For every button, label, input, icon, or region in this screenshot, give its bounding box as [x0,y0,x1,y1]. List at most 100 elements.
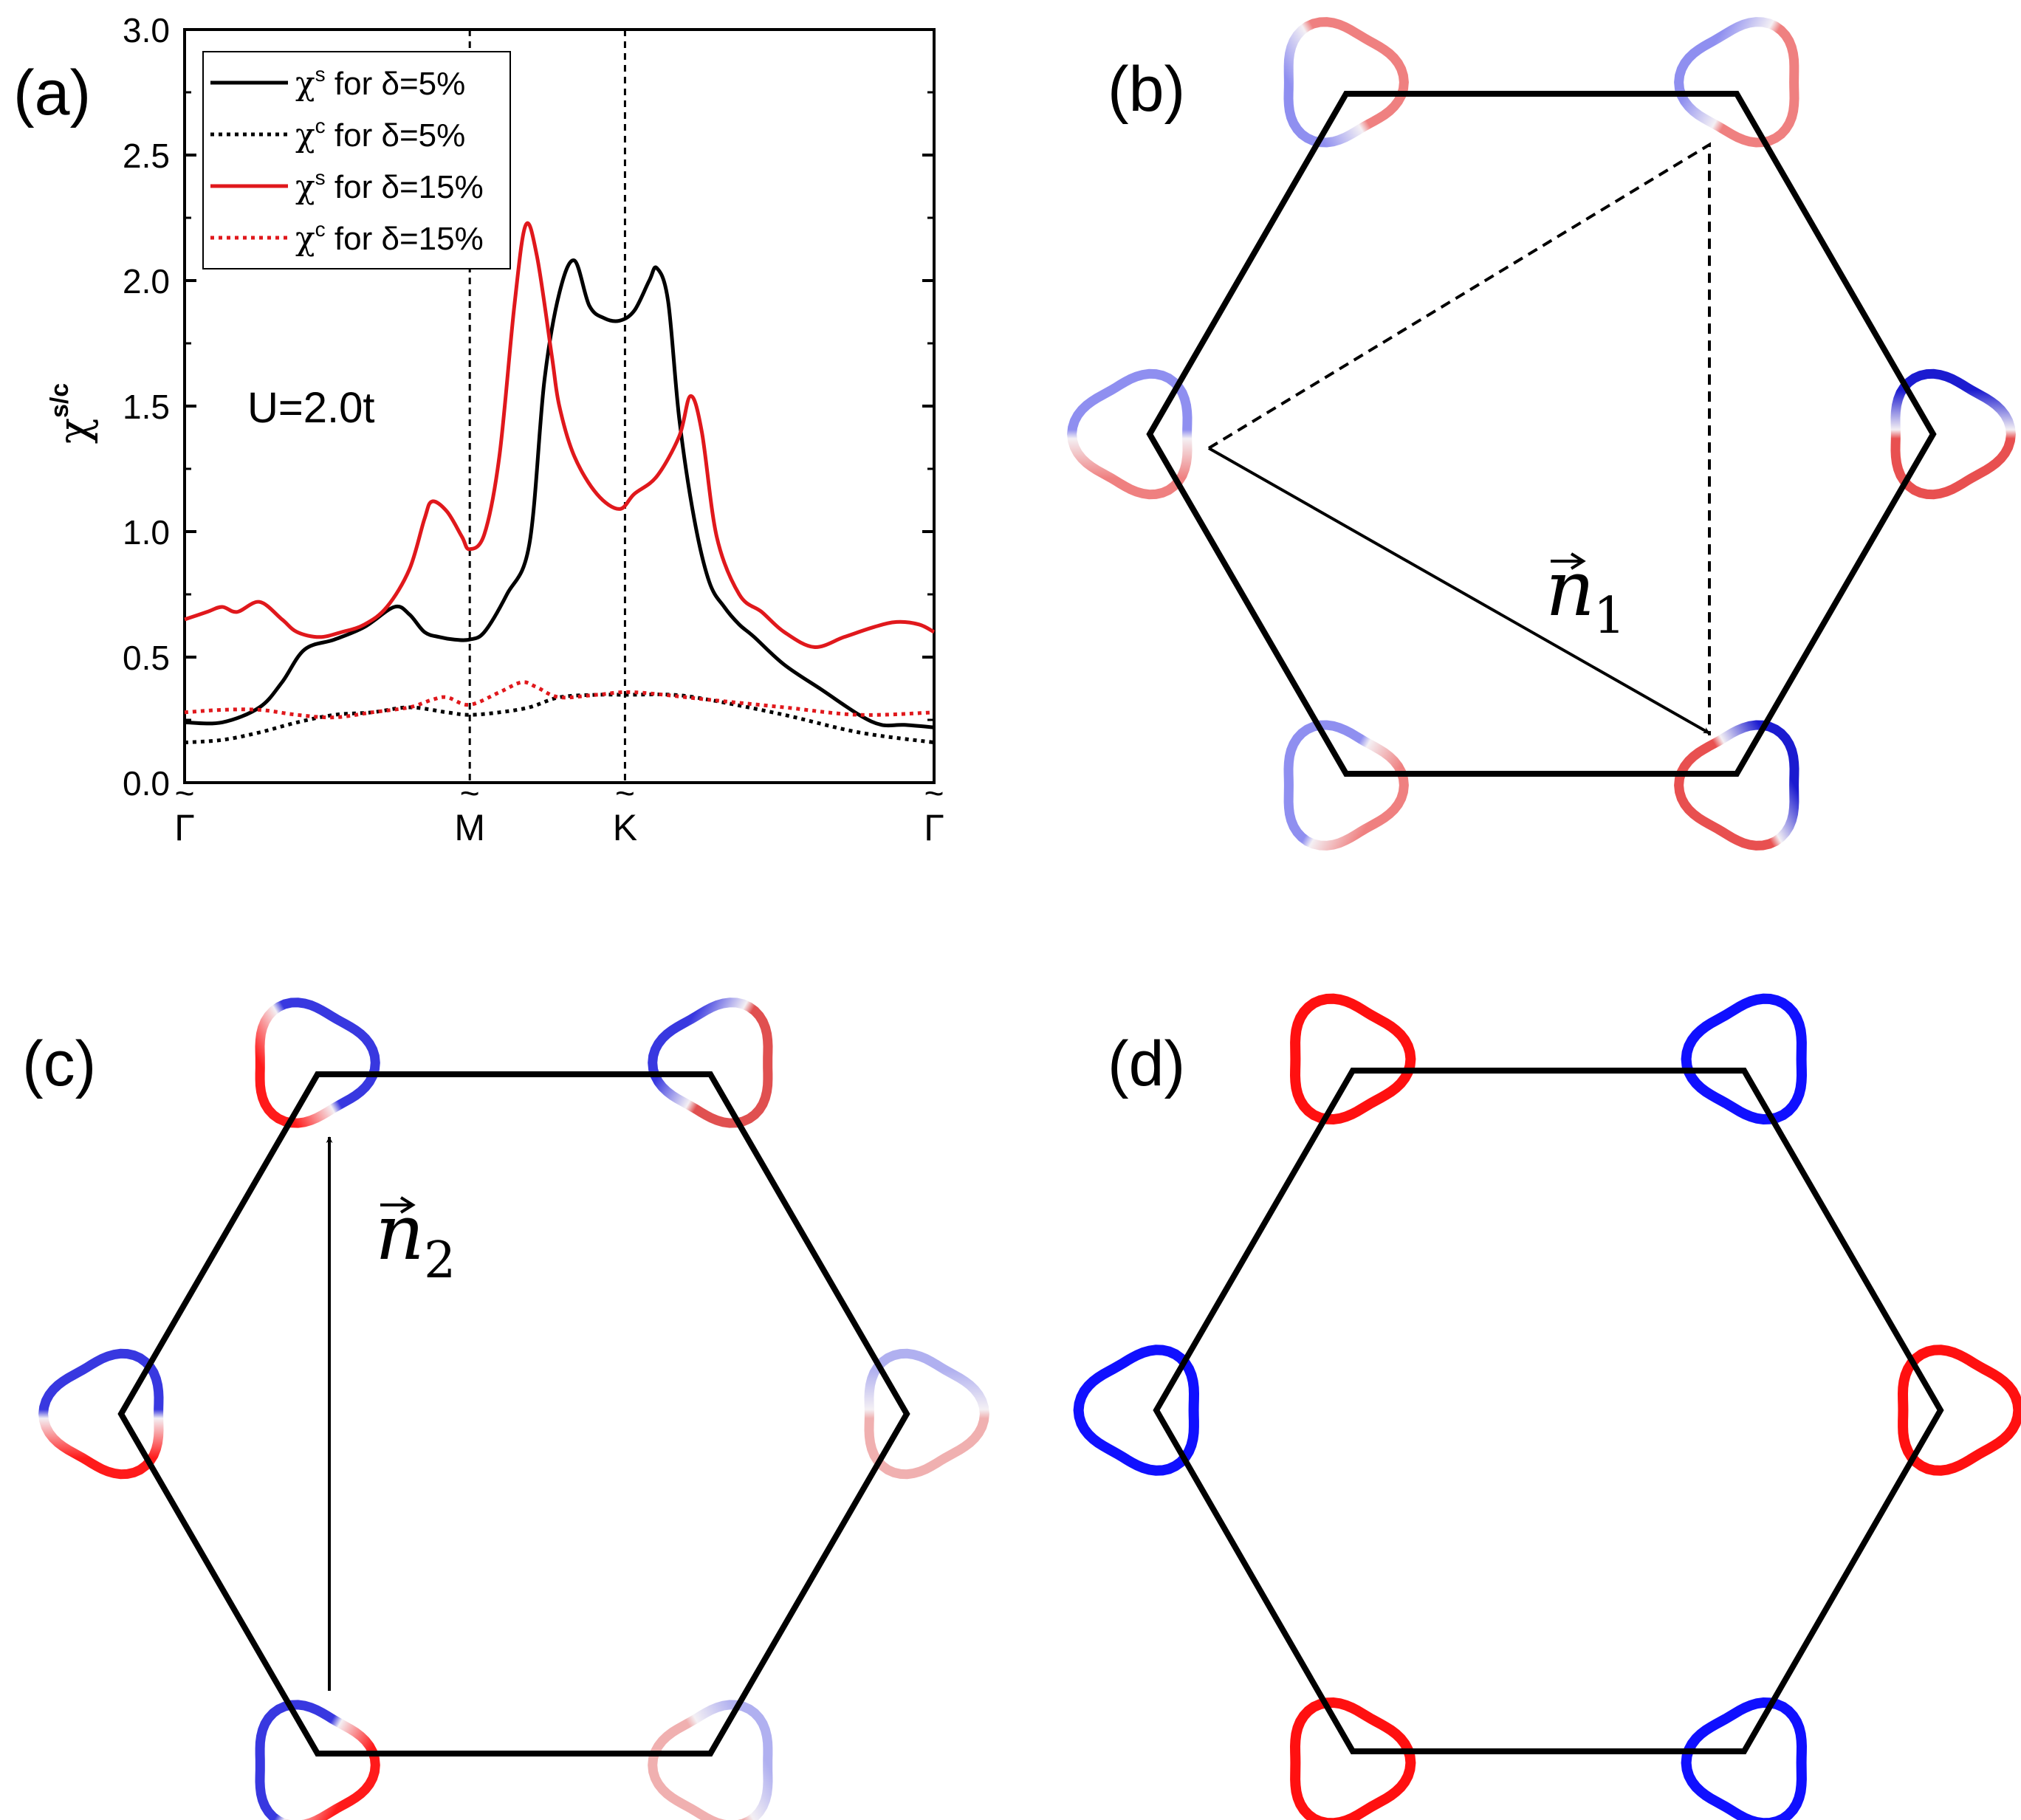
brillouin-zone-hexagon-c [117,1071,910,1757]
fermi-pocket-contour [1681,1697,1808,1820]
legend-box [202,51,511,269]
fermi-pocket [1674,17,1799,148]
fermi-pocket-contour [1890,368,2016,500]
fermi-pockets-b [1067,17,2016,851]
fermi-pocket [1073,1345,1200,1476]
nesting-vector-n2-label: n 2 [375,1187,456,1290]
legend-label: χs for δ=15% [295,166,484,206]
legend-label: χc for δ=5% [295,114,465,154]
y-axis-label: χs/c [46,383,99,444]
fermi-pocket [648,997,773,1128]
fermi-pocket [1681,993,1808,1125]
panel-c: (c) n 2 [22,997,989,1820]
fermi-pocket-contour [1681,993,1808,1125]
fermi-pocket [255,1700,380,1820]
x-axis: ~Γ~M~K~Γ [174,774,944,848]
fermi-pocket [1681,1697,1808,1820]
legend-symbol: χ [295,220,315,258]
y-axis-label-symbol: χ [49,418,99,444]
panel-d: (d) [1073,993,2021,1820]
legend-label: χc for δ=15% [295,218,484,258]
fermi-pocket [1890,368,2016,500]
fermi-pocket [864,1348,989,1480]
series-line-3 [184,680,935,720]
legend-text: for δ=5% [326,66,466,102]
fermi-pocket-contour [1289,993,1416,1125]
fermi-pocket-contour [648,997,773,1128]
panel-b: (b) n 1 [1067,17,2016,851]
y-tick-label: 2.5 [123,137,170,175]
fermi-pocket-contour [38,1348,164,1480]
brillouin-zone-hexagon-d [1153,1068,1944,1754]
x-tick-label: K [613,807,637,848]
y-tick-label: 3.0 [123,11,170,49]
legend-superscript: c [315,114,326,137]
legend: χs for δ=5%χc for δ=5%χs for δ=15%χc for… [202,51,511,269]
y-tick-label: 1.5 [123,388,170,426]
vector-accent [1570,552,1586,570]
legend-text: for δ=15% [326,169,484,205]
fermi-pocket [1289,993,1416,1125]
vector-n2-letter: n [375,1187,425,1277]
fermi-pockets-c [38,997,989,1820]
chart-annotation: U=2.0t [247,384,375,432]
fermi-pocket [1283,720,1409,851]
fermi-pocket-contour [1073,1345,1200,1476]
fermi-pocket [648,1700,773,1820]
fermi-pocket [255,997,380,1128]
vector-n2-subscript: 2 [424,1232,456,1290]
fermi-pocket-contour [648,1700,773,1820]
fermi-pocket-contour [864,1348,989,1480]
vector-n1-subscript: 1 [1593,587,1625,645]
panel-b-label: (b) [1108,54,1185,125]
legend-superscript: c [315,218,326,241]
fermi-pocket-contour [255,997,380,1128]
panel-c-label: (c) [22,1029,96,1099]
fermi-pockets-d [1073,993,2021,1820]
legend-symbol: χ [295,65,315,103]
x-tick-accent: ~ [175,774,195,812]
fermi-pocket-contour [1067,368,1193,500]
y-tick-label: 0.5 [123,639,170,677]
fermi-pocket-contour [1283,17,1409,148]
y-axis: 0.0 0.5 1.0 1.5 2.0 2.5 3.0 [123,11,934,803]
y-tick-label: 2.0 [123,262,170,301]
fermi-pocket [1283,17,1409,148]
fermi-pocket [38,1348,164,1480]
fermi-pocket [1897,1345,2021,1476]
fermi-pocket [1289,1697,1416,1820]
fermi-pocket-contour [1674,17,1799,148]
legend-symbol: χ [295,117,315,154]
fermi-pocket [1067,368,1193,500]
fermi-pocket-contour [255,1700,380,1820]
y-axis-label-superscript: s/c [46,383,74,418]
vector-accent [399,1196,416,1214]
fermi-pocket [1674,720,1799,851]
symmetry-point-lines [468,30,626,783]
svg-text:χs/c: χs/c [46,383,99,444]
series-group [184,221,936,745]
legend-text: for δ=5% [326,117,466,154]
legend-text: for δ=15% [326,221,484,257]
fermi-pocket-contour [1289,1697,1416,1820]
dashed-guide-b [1207,142,1711,735]
fermi-pocket-contour [1283,720,1409,851]
legend-superscript: s [315,63,326,86]
nesting-vector-n1-label: n 1 [1545,543,1625,645]
x-tick-accent: ~ [924,774,944,812]
series-line-1 [184,693,935,745]
panel-d-label: (d) [1108,1029,1185,1099]
brillouin-zone-hexagon-b [1146,91,1937,777]
legend-symbol: χ [295,168,315,206]
panel-a: (a) 0.00.51.01.52.02.53.0 ~Γ~M~K~Γ χs/c … [13,11,944,848]
fermi-pocket-contour [1674,720,1799,851]
panel-a-label: (a) [13,58,91,128]
y-tick-label: 1.0 [123,513,170,552]
vector-n1-letter: n [1545,543,1595,633]
fermi-pocket-contour [1897,1345,2021,1476]
legend-superscript: s [315,166,326,189]
x-tick-label: Γ [924,807,944,848]
y-tick-label: 0.0 [123,764,170,803]
x-tick-label: M [454,807,485,848]
